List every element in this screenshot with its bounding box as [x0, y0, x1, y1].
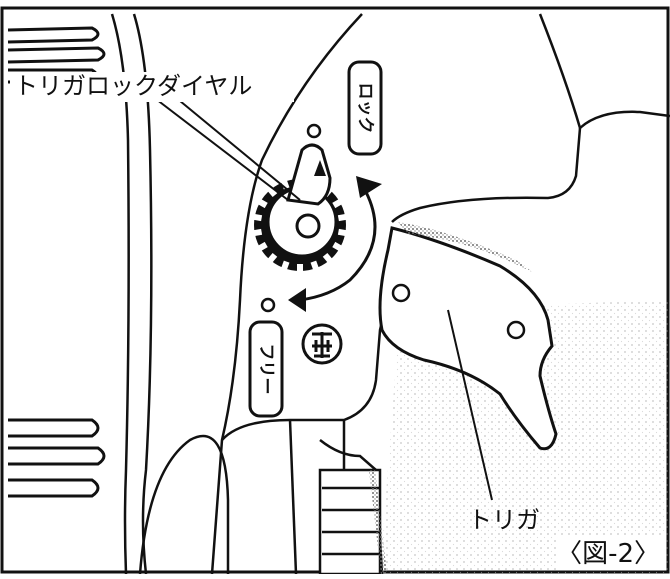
trigger-lock-dial-label: トリガロックダイヤル [14, 72, 252, 100]
trigger-pin-upper [391, 283, 411, 303]
lower-vents [8, 418, 106, 498]
trigger-label: トリガ [468, 506, 540, 534]
dial-label-backdrop [10, 72, 294, 102]
free-indicator-dot [260, 297, 276, 313]
trigger-body [378, 222, 558, 451]
lower-parts [318, 439, 387, 576]
figure-number: 〈図-2〉 [556, 539, 660, 569]
trigger-pin-lower [506, 320, 526, 340]
trigger-lock-dial [253, 143, 347, 272]
rotation-arrow-icon [288, 176, 382, 312]
leader-lines [151, 95, 493, 501]
circled-symbol-icon [301, 323, 343, 365]
lock-indicator-dot [306, 123, 322, 139]
lock-label-text: ロック [355, 83, 375, 134]
free-label: フリー [248, 320, 284, 418]
lock-label: ロック [347, 60, 383, 156]
figure-label-backdrop [558, 536, 666, 570]
upper-housing [391, 13, 670, 223]
free-label-text: フリー [256, 344, 276, 395]
